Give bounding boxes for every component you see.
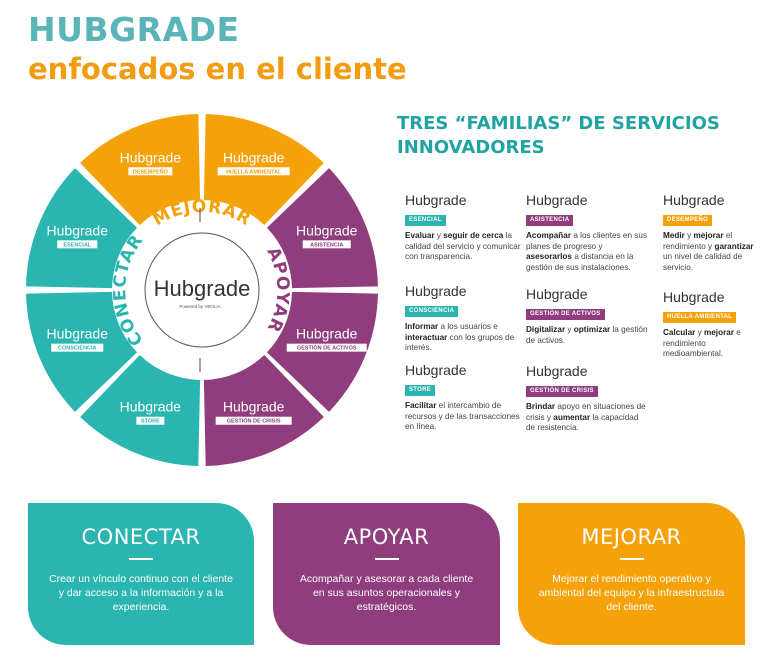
center-powered-by: Powered by VEOLIA — [179, 304, 220, 309]
wheel-segment-tag: GESTIÓN DE ACTIVOS — [297, 344, 357, 352]
service-tag: HUELLA AMBIENTAL — [663, 312, 737, 323]
card-divider — [619, 558, 644, 560]
service-tag: STORE — [405, 385, 436, 396]
wheel-segment-tag-bg — [286, 343, 367, 352]
wheel-segment-brand: Hubgrade — [296, 222, 358, 238]
service-desempeno: Hubgrade DESEMPEÑO Medir y mejorar el re… — [663, 193, 763, 273]
service-description: Medir y mejorar el rendimiento y garanti… — [663, 231, 754, 272]
service-description: Digitalizar y optimizar la gestión de ac… — [526, 325, 648, 345]
wheel-segment-tag: STORE — [141, 419, 160, 425]
card-title: MEJORAR — [581, 525, 682, 549]
service-tag: GESTIÓN DE CRISIS — [526, 386, 598, 397]
service-esencial: Hubgrade ESENCIAL Evaluar y seguir de ce… — [405, 193, 523, 263]
service-tag: ASISTENCIA — [526, 215, 574, 226]
service-brand: Hubgrade — [405, 283, 467, 299]
card-title: APOYAR — [343, 525, 430, 549]
service-store: Hubgrade STORE Facilitar el intercambio … — [405, 363, 523, 433]
wheel-segment-tag-bg — [128, 167, 173, 176]
service-tag: ESENCIAL — [405, 215, 446, 226]
wheel-segment-brand: Hubgrade — [120, 149, 182, 165]
wheel-segment-tag: ESENCIAL — [63, 242, 91, 248]
service-brand: Hubgrade — [663, 289, 725, 305]
wheel-segment-brand: Hubgrade — [296, 326, 358, 342]
service-description: Facilitar el intercambio de recursos y d… — [405, 401, 520, 431]
wheel-segment-tag-bg — [57, 240, 98, 249]
page-subtitle: enfocados en el cliente — [28, 52, 407, 86]
page-title: HUBGRADE — [28, 10, 240, 49]
card-apoyar: APOYAR Acompañar y asesorar a cada clien… — [273, 503, 500, 645]
wheel-segment-tag: DESEMPEÑO — [133, 168, 169, 175]
card-divider — [129, 558, 153, 560]
wheel-segment — [26, 168, 138, 289]
service-brand: Hubgrade — [405, 362, 467, 378]
wheel-center-circle — [144, 232, 260, 348]
service-tag: DESEMPEÑO — [663, 215, 713, 226]
card-conectar: CONECTAR Crear un vínculo continuo con e… — [28, 503, 254, 645]
wheel-segment-tag-bg — [51, 343, 104, 352]
wheel-segment-brand: Hubgrade — [223, 149, 285, 165]
service-description: Informar a los usuarios e interactuar co… — [405, 322, 515, 352]
service-description: Evaluar y seguir de cerca la calidad del… — [405, 231, 521, 261]
service-huella-ambiental: Hubgrade HUELLA AMBIENTAL Calcular y mej… — [663, 290, 763, 360]
wheel-segment-tag: ASISTENCIA — [310, 242, 343, 248]
wheel-segment-brand: Hubgrade — [223, 399, 285, 415]
wheel-segment — [26, 291, 138, 412]
wheel-segment — [80, 354, 201, 466]
wheel-segment-tag-bg — [215, 416, 292, 425]
card-text: Mejorar el rendimiento operativo y ambie… — [538, 573, 725, 613]
card-mejorar: MEJORAR Mejorar el rendimiento operativo… — [518, 503, 745, 645]
wheel-segment-tag: HUELLA AMBIENTAL — [226, 169, 282, 175]
service-description: Brindar apoyo en situaciones de crisis y… — [526, 402, 646, 432]
service-brand: Hubgrade — [405, 192, 467, 208]
service-brand: Hubgrade — [663, 192, 725, 208]
service-gestion-de-crisis: Hubgrade GESTIÓN DE CRISIS Brindar apoyo… — [526, 364, 648, 434]
service-asistencia: Hubgrade ASISTENCIA Acompañar a los clie… — [526, 193, 648, 273]
service-description: Acompañar a los clientes en sus planes d… — [526, 231, 648, 272]
wheel-segment-brand: Hubgrade — [47, 222, 109, 238]
wheel-segment-brand: Hubgrade — [47, 326, 109, 342]
card-divider — [374, 558, 399, 560]
wheel-segment-brand: Hubgrade — [120, 399, 182, 415]
wheel-segment-tag: GESTIÓN DE CRISIS — [227, 417, 281, 425]
service-brand: Hubgrade — [526, 286, 588, 302]
wheel-segment-tag-bg — [136, 416, 165, 425]
families-title: TRES “FAMILIAS” DE SERVICIOS INNOVADORES — [397, 113, 720, 158]
wheel-segment-tag: CONSCIENCIA — [58, 346, 97, 352]
wheel-segment-tag-bg — [217, 167, 290, 176]
wheel-segment — [266, 291, 378, 412]
center-brand: Hubgrade — [154, 276, 251, 301]
wheel-segment-tag-bg — [302, 240, 351, 249]
wheel-segment — [266, 168, 378, 289]
service-tag: GESTIÓN DE ACTIVOS — [526, 309, 605, 320]
service-brand: Hubgrade — [526, 363, 588, 379]
card-text: Crear un vínculo continuo con el cliente… — [49, 573, 233, 613]
service-brand: Hubgrade — [526, 192, 588, 208]
card-title: CONECTAR — [81, 525, 201, 549]
card-text: Acompañar y asesorar a cada cliente en s… — [299, 573, 474, 613]
service-gestion-de-activos: Hubgrade GESTIÓN DE ACTIVOS Digitalizar … — [526, 287, 648, 346]
service-tag: CONSCIENCIA — [405, 306, 459, 317]
wheel-segment — [203, 354, 324, 466]
service-description: Calcular y mejorar e rendimiento medioam… — [663, 328, 741, 358]
service-consciencia: Hubgrade CONSCIENCIA Informar a los usua… — [405, 284, 523, 354]
